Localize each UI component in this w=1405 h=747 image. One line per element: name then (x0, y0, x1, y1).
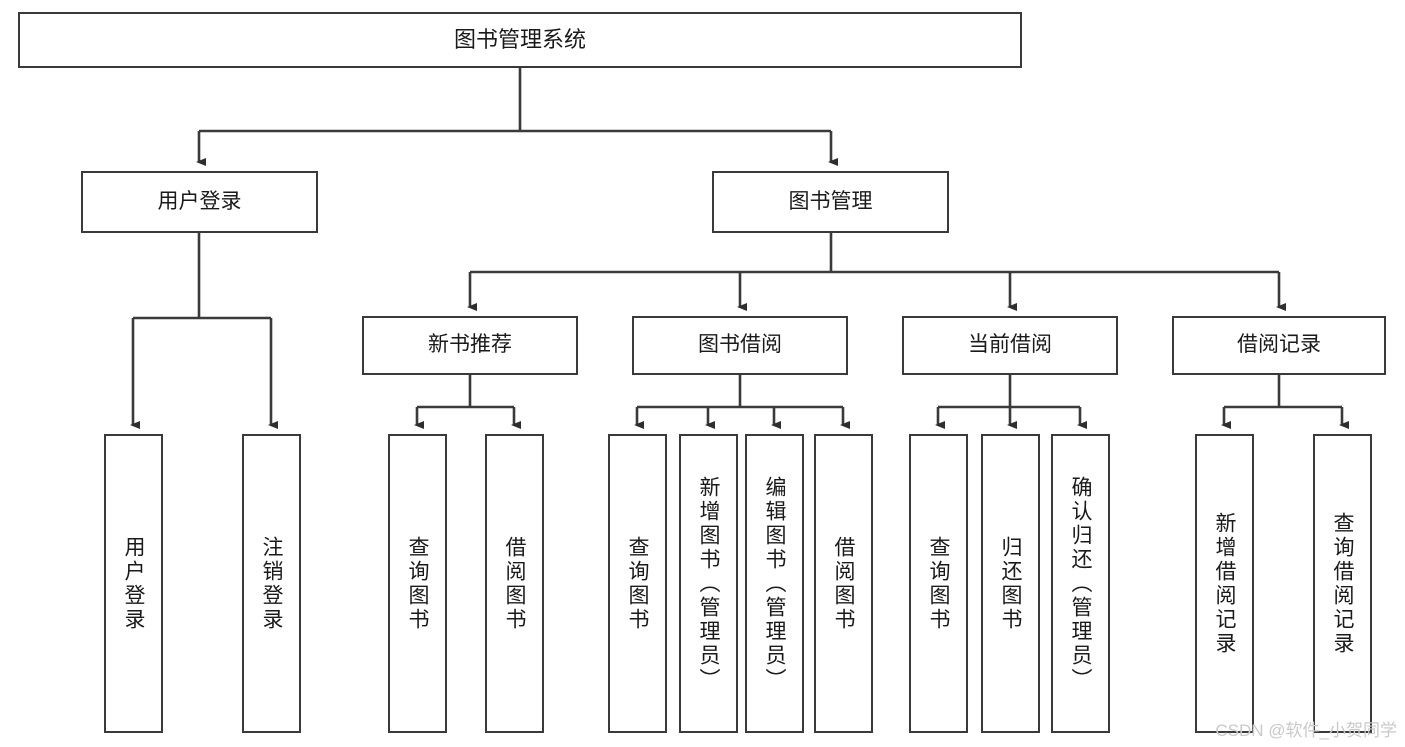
node-current-borrow[interactable]: 当前借阅 (902, 316, 1118, 375)
node-borrow-records-label: 借阅记录 (1237, 333, 1321, 357)
leaf-return-book[interactable]: 归还图书 (981, 434, 1040, 733)
node-root-label: 图书管理系统 (453, 27, 586, 53)
leaf-edit-book-admin[interactable]: 编辑图书（管理员） (745, 434, 804, 733)
leaf-query-borrow-record-label: 查询借阅记录 (1331, 511, 1354, 656)
leaf-borrow-book-label: 借阅图书 (832, 535, 855, 632)
node-user-login-label: 用户登录 (157, 189, 242, 213)
node-current-borrow-label: 当前借阅 (968, 333, 1052, 357)
leaf-query-book-borrow-label: 查询图书 (626, 535, 649, 632)
leaf-confirm-return-admin-label: 确认归还（管理员） (1069, 475, 1092, 692)
leaf-user-logout[interactable]: 注销登录 (242, 434, 301, 733)
leaf-add-borrow-record[interactable]: 新增借阅记录 (1195, 434, 1254, 733)
leaf-borrow-book-recommend[interactable]: 借阅图书 (485, 434, 544, 733)
node-user-login[interactable]: 用户登录 (81, 171, 318, 233)
leaf-borrow-book-recommend-label: 借阅图书 (503, 535, 526, 632)
node-book-borrow[interactable]: 图书借阅 (632, 316, 848, 375)
leaf-borrow-book[interactable]: 借阅图书 (814, 434, 873, 733)
node-book-management[interactable]: 图书管理 (712, 171, 949, 233)
leaf-user-logout-label: 注销登录 (260, 535, 283, 632)
leaf-user-login[interactable]: 用户登录 (104, 434, 163, 733)
node-new-book-recommend[interactable]: 新书推荐 (362, 316, 578, 375)
leaf-confirm-return-admin[interactable]: 确认归还（管理员） (1051, 434, 1110, 733)
leaf-query-book-borrow[interactable]: 查询图书 (608, 434, 667, 733)
node-book-borrow-label: 图书借阅 (698, 333, 782, 357)
leaf-add-borrow-record-label: 新增借阅记录 (1213, 511, 1236, 656)
leaf-query-book-current[interactable]: 查询图书 (909, 434, 968, 733)
leaf-query-book-recommend-label: 查询图书 (406, 535, 429, 632)
leaf-edit-book-admin-label: 编辑图书（管理员） (763, 475, 786, 692)
leaf-user-login-label: 用户登录 (122, 535, 145, 632)
node-book-management-label: 图书管理 (788, 189, 873, 213)
leaf-query-book-current-label: 查询图书 (927, 535, 950, 632)
node-root[interactable]: 图书管理系统 (18, 12, 1022, 68)
leaf-add-book-admin-label: 新增图书（管理员） (697, 475, 720, 692)
leaf-query-book-recommend[interactable]: 查询图书 (388, 434, 447, 733)
leaf-add-book-admin[interactable]: 新增图书（管理员） (679, 434, 738, 733)
node-new-book-recommend-label: 新书推荐 (428, 333, 512, 357)
node-borrow-records[interactable]: 借阅记录 (1172, 316, 1386, 375)
leaf-return-book-label: 归还图书 (999, 535, 1022, 632)
leaf-query-borrow-record[interactable]: 查询借阅记录 (1313, 434, 1372, 733)
